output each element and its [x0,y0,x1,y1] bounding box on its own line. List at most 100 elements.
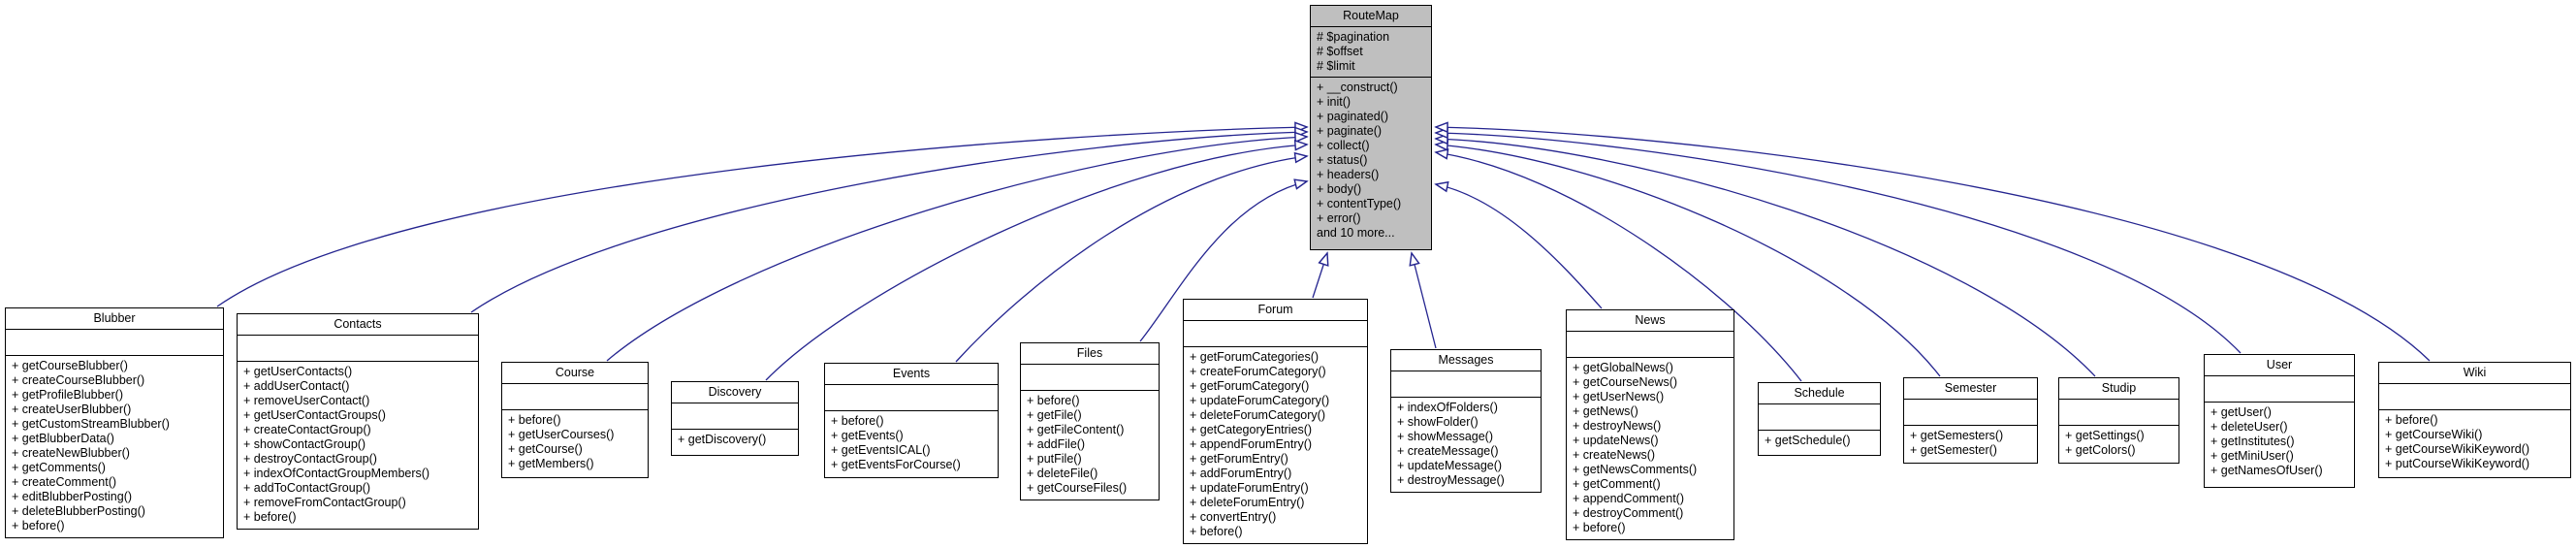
method-row: + addUserContact() [243,379,350,393]
method-row: + destroyComment() [1573,506,1684,520]
method-row: + getUserNews() [1573,390,1665,403]
edge-user-to-routemap [1436,133,2242,354]
method-row: + before() [1190,525,1243,538]
class-semester: Semester + getSemesters()+ getSemester() [1903,377,2038,464]
class-title: Schedule [1759,383,1880,404]
method-row: + getCourseNews() [1573,375,1678,389]
method-row: + getEventsICAL() [831,443,931,457]
method-row: + deleteFile() [1027,467,1098,480]
class-title: Contacts [238,314,478,336]
class-files: Files + before()+ getFile()+ getFileCont… [1020,342,1160,500]
method-row: + convertEntry() [1190,510,1277,524]
method-row: + showContactGroup() [243,437,366,451]
class-methods: + __construct()+ init()+ paginated()+ pa… [1311,78,1431,249]
class-methods: + before()+ getEvents()+ getEventsICAL()… [825,411,998,477]
method-row: + getSemester() [1910,443,1997,457]
method-row: + createMessage() [1397,444,1499,458]
method-row: + before() [508,413,561,427]
class-title: Messages [1391,350,1541,371]
edge-wiki-to-routemap [1436,127,2431,362]
class-title: Wiki [2379,363,2570,384]
class-attributes [672,403,798,430]
class-methods: + getSettings()+ getColors() [2059,426,2178,463]
method-row: + updateMessage() [1397,459,1503,472]
class-title: Course [502,363,648,384]
method-row: + headers() [1317,168,1380,181]
class-title: Events [825,364,998,385]
edge-semester-to-routemap [1436,145,1941,377]
class-title: News [1567,310,1733,332]
class-title: RouteMap [1311,6,1431,27]
method-row: + destroyMessage() [1397,473,1505,487]
class-forum: Forum + getForumCategories()+ createForu… [1183,299,1368,544]
method-row: + before() [12,519,65,532]
method-row: + getProfileBlubber() [12,388,123,402]
method-row: + before() [1027,394,1080,407]
method-row: + getNewsComments() [1573,463,1698,476]
method-row: + createComment() [12,475,117,489]
method-row: + getForumEntry() [1190,452,1288,466]
class-methods: + getSchedule() [1759,431,1880,455]
class-attributes [1567,332,1733,358]
class-attributes [502,384,648,410]
method-row: + getComments() [12,461,106,474]
method-row: + getForumCategories() [1190,350,1320,364]
class-title: User [2205,355,2354,376]
class-contacts: Contacts + getUserContacts()+ addUserCon… [237,313,479,530]
method-row: + before() [1573,521,1626,534]
method-row: + updateForumCategory() [1190,394,1330,407]
method-row: + removeFromContactGroup() [243,496,406,509]
edge-schedule-to-routemap [1436,152,1802,382]
class-attributes [1021,365,1159,391]
method-row: + getBlubberData() [12,432,114,445]
method-row: + paginated() [1317,110,1389,123]
edge-contacts-to-routemap [470,132,1307,313]
method-row: + getUserContactGroups() [243,408,386,422]
class-events: Events + before()+ getEvents()+ getEvent… [824,363,999,478]
attribute-row: # $pagination [1317,30,1390,44]
method-row: + getCategoryEntries() [1190,423,1313,436]
method-row: + editBlubberPosting() [12,490,133,503]
method-row: + getCourseBlubber() [12,359,128,372]
class-course: Course + before()+ getUserCourses()+ get… [501,362,649,478]
method-row: + updateNews() [1573,434,1659,447]
class-title: Studip [2059,378,2178,400]
edge-blubber-to-routemap [216,127,1307,307]
method-row: + before() [2385,413,2438,427]
edge-discovery-to-routemap [765,145,1307,381]
method-row: + createNews() [1573,448,1656,462]
class-methods: + getDiscovery() [672,430,798,455]
attribute-row: # $limit [1317,59,1355,73]
method-row: + showMessage() [1397,430,1493,443]
method-row: and 10 more... [1317,226,1395,240]
method-row: + getFileContent() [1027,423,1125,436]
method-row: + getGlobalNews() [1573,361,1673,374]
method-row: + addToContactGroup() [243,481,370,495]
method-row: + destroyNews() [1573,419,1662,433]
method-row: + createUserBlubber() [12,403,132,416]
method-row: + getCustomStreamBlubber() [12,417,170,431]
method-row: + init() [1317,95,1352,109]
method-row: + getMiniUser() [2210,449,2294,463]
class-blubber: Blubber + getCourseBlubber()+ createCour… [5,307,224,538]
class-attributes [1391,371,1541,398]
class-routemap: RouteMap # $pagination# $offset# $limit … [1310,5,1432,250]
edge-course-to-routemap [606,137,1307,362]
class-title: Files [1021,343,1159,365]
class-attributes [2205,376,2354,403]
method-row: + getSemesters() [1910,429,2004,442]
method-row: + getEvents() [831,429,904,442]
method-row: + before() [831,414,884,428]
method-row: + removeUserContact() [243,394,370,407]
method-row: + indexOfContactGroupMembers() [243,467,430,480]
method-row: + showFolder() [1397,415,1479,429]
method-row: + collect() [1317,139,1370,152]
method-row: + getSettings() [2065,429,2145,442]
class-methods: + before()+ getCourseWiki()+ getCourseWi… [2379,410,2570,477]
class-user: User + getUser()+ deleteUser()+ getInsti… [2204,354,2355,488]
method-row: + getDiscovery() [678,433,767,446]
method-row: + createCourseBlubber() [12,373,145,387]
class-attributes [6,330,223,356]
class-methods: + indexOfFolders()+ showFolder()+ showMe… [1391,398,1541,492]
